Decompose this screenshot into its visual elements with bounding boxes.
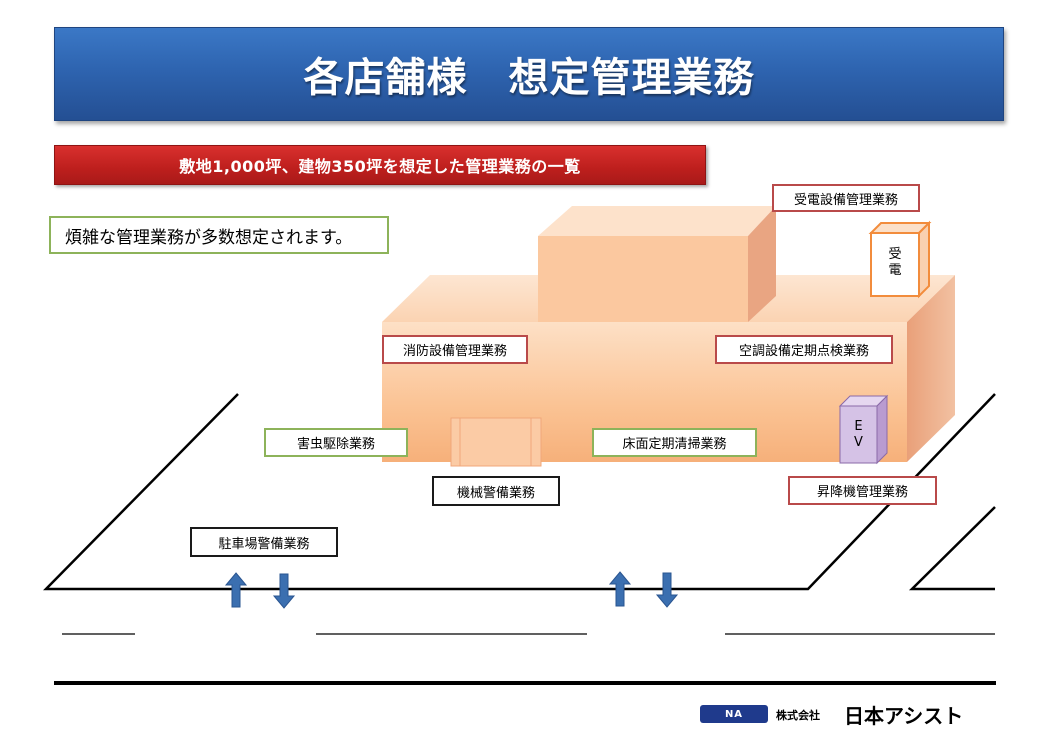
fire-protection-label: 消防設備管理業務	[382, 335, 528, 364]
power-receiving-mgmt-label: 受電設備管理業務	[772, 184, 920, 212]
mechanical-security-label: 機械警備業務	[432, 476, 560, 506]
power-receiving-label: 受 電	[888, 247, 902, 278]
floor-cleaning-label: 床面定期清掃業務	[592, 428, 757, 457]
company-prefix: 株式会社	[776, 709, 820, 722]
title-banner: 各店舗様 想定管理業務	[54, 27, 1004, 121]
arrow-up-icon	[608, 571, 632, 607]
elevator-mgmt-label: 昇降機管理業務	[788, 476, 937, 505]
logo-text: NA	[724, 708, 744, 720]
note-box: 煩雑な管理業務が多数想定されます。	[49, 216, 389, 254]
upper-block-side	[748, 206, 776, 322]
company-name: 日本アシスト	[844, 704, 964, 728]
elevator-side	[876, 394, 888, 465]
subtitle: 敷地1,000坪、建物350坪を想定した管理業務の一覧	[179, 157, 581, 176]
power-receiving-unit	[870, 232, 920, 297]
upper-block-front	[538, 236, 748, 322]
page-title: 各店舗様 想定管理業務	[303, 54, 755, 101]
upper-block-top	[538, 206, 776, 236]
hvac-inspection-label: 空調設備定期点検業務	[715, 335, 893, 364]
building-side	[907, 275, 955, 462]
site-boundary-right	[908, 506, 996, 591]
subtitle-banner: 敷地1,000坪、建物350坪を想定した管理業務の一覧	[54, 145, 706, 185]
power-receiving-side	[918, 220, 930, 299]
arrow-up-icon	[224, 572, 248, 608]
elevator-label: E V	[854, 419, 863, 450]
parking-security-label: 駐車場警備業務	[190, 527, 338, 557]
elevator-unit	[839, 405, 878, 464]
arrow-down-icon	[655, 572, 679, 608]
pest-control-label: 害虫駆除業務	[264, 428, 408, 457]
footer-divider	[54, 681, 996, 685]
arrow-down-icon	[272, 573, 296, 609]
company-logo: NA	[700, 705, 768, 723]
entrance	[450, 417, 542, 467]
